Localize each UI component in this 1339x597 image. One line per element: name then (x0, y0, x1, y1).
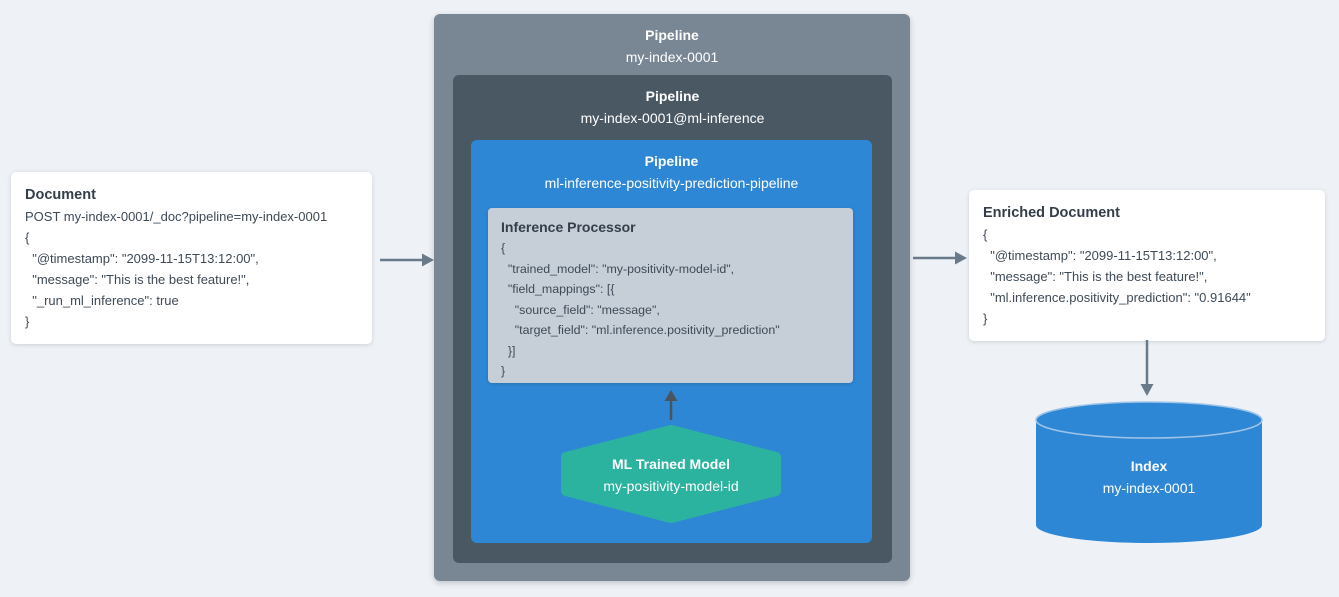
ml-model-label: ML Trained Model my-positivity-model-id (560, 424, 782, 524)
document-request-line: POST my-index-0001/_doc?pipeline=my-inde… (25, 209, 328, 224)
processor-json-line: }] (501, 343, 516, 358)
document-json-line: } (25, 314, 30, 329)
enriched-json-line: } (983, 311, 988, 326)
document-json-line: "@timestamp": "2099-11-15T13:12:00", (25, 251, 259, 266)
hexagon-shape (561, 425, 781, 523)
arrow-pipeline-to-enriched (913, 251, 967, 265)
cylinder-top (1035, 401, 1263, 439)
inference-processor-title: Inference Processor (501, 219, 636, 235)
document-card-title: Document (25, 187, 96, 203)
enriched-document-card: Enriched Document { "@timestamp": "2099-… (969, 190, 1325, 341)
enriched-json-line: "message": "This is the best feature!", (983, 269, 1208, 284)
enriched-card-title: Enriched Document (983, 205, 1120, 221)
pipeline-inner-title: Pipeline (645, 88, 700, 104)
document-json-line: "_run_ml_inference": true (25, 293, 179, 308)
pipeline-inner-header: Pipeline my-index-0001@ml-inference (453, 75, 892, 129)
ml-trained-model-hexagon: ML Trained Model my-positivity-model-id (560, 424, 782, 524)
document-card: Document POST my-index-0001/_doc?pipelin… (11, 172, 372, 344)
enriched-json-line: "ml.inference.positivity_prediction": "0… (983, 290, 1251, 305)
arrow-head (955, 251, 967, 265)
document-json-line: "message": "This is the best feature!", (25, 272, 250, 287)
enriched-json-line: { (983, 227, 988, 242)
document-json-line: { (25, 230, 30, 245)
index-name: my-index-0001 (1102, 480, 1196, 496)
pipeline-outer-header: Pipeline my-index-0001 (434, 14, 910, 68)
index-title: Index (1130, 458, 1168, 474)
index-label: Index my-index-0001 (1033, 455, 1265, 499)
processor-json-line: } (501, 364, 506, 378)
pipeline-outer-title: Pipeline (645, 27, 699, 43)
cylinder-body (1036, 420, 1262, 543)
cylinder-shape (1035, 401, 1263, 543)
index-cylinder: Index my-index-0001 (1033, 400, 1265, 548)
processor-json-line: { (501, 241, 506, 255)
pipeline-outer-name: my-index-0001 (625, 49, 719, 65)
processor-json-line: "source_field": "message", (501, 302, 660, 317)
pipeline-outer-box: Pipeline my-index-0001 Pipeline my-index… (434, 14, 910, 581)
hexagon-polygon (561, 425, 781, 523)
pipeline-ml-title: Pipeline (644, 153, 699, 169)
arrow-document-to-pipeline (380, 253, 434, 267)
arrow-head (664, 390, 678, 401)
ml-model-title: ML Trained Model (612, 456, 730, 472)
pipeline-inner-box: Pipeline my-index-0001@ml-inference Pipe… (453, 75, 892, 563)
pipeline-ml-header: Pipeline ml-inference-positivity-predict… (471, 140, 872, 194)
pipeline-ml-name: ml-inference-positivity-prediction-pipel… (544, 175, 799, 191)
arrow-model-to-processor (664, 390, 678, 420)
processor-json-line: "trained_model": "my-positivity-model-id… (501, 261, 735, 276)
inference-processor-box: Inference Processor { "trained_model": "… (488, 208, 853, 383)
ml-model-name: my-positivity-model-id (603, 478, 739, 494)
processor-json-line: "target_field": "ml.inference.positivity… (501, 323, 780, 337)
arrow-enriched-to-index (1140, 340, 1154, 396)
arrow-head (422, 253, 434, 267)
processor-json-line: "field_mappings": [{ (501, 282, 615, 296)
arrow-head (1140, 384, 1154, 396)
pipeline-inner-name: my-index-0001@ml-inference (580, 110, 765, 126)
enriched-json-line: "@timestamp": "2099-11-15T13:12:00", (983, 248, 1217, 263)
